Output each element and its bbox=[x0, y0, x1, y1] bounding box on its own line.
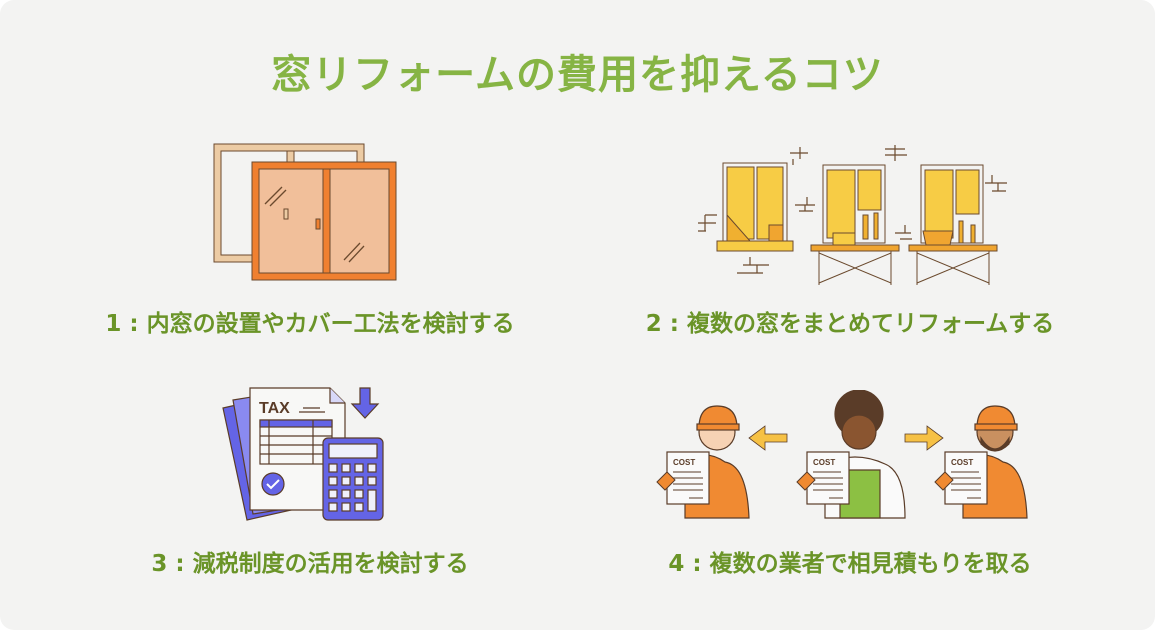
double-window-icon bbox=[213, 143, 397, 281]
contractor-quotes-icon: COST COST COST bbox=[656, 390, 1028, 519]
tip-4-caption: 4 : 複数の業者で相見積もりを取る bbox=[668, 551, 1032, 577]
page-title: 窓リフォームの費用を抑えるコツ bbox=[271, 52, 884, 98]
tip-3-caption: 3 : 減税制度の活用を検討する bbox=[151, 551, 469, 577]
svg-text:COST: COST bbox=[951, 458, 973, 467]
svg-text:TAX: TAX bbox=[259, 400, 290, 417]
tip-1-caption: 1 : 内窓の設置やカバー工法を検討する bbox=[105, 311, 515, 337]
tax-calculator-icon: TAX bbox=[222, 387, 384, 521]
multiple-windows-renovation-icon bbox=[698, 145, 1007, 285]
svg-text:COST: COST bbox=[813, 458, 835, 467]
svg-text:COST: COST bbox=[673, 458, 695, 467]
tip-2-caption: 2 : 複数の窓をまとめてリフォームする bbox=[645, 311, 1055, 337]
